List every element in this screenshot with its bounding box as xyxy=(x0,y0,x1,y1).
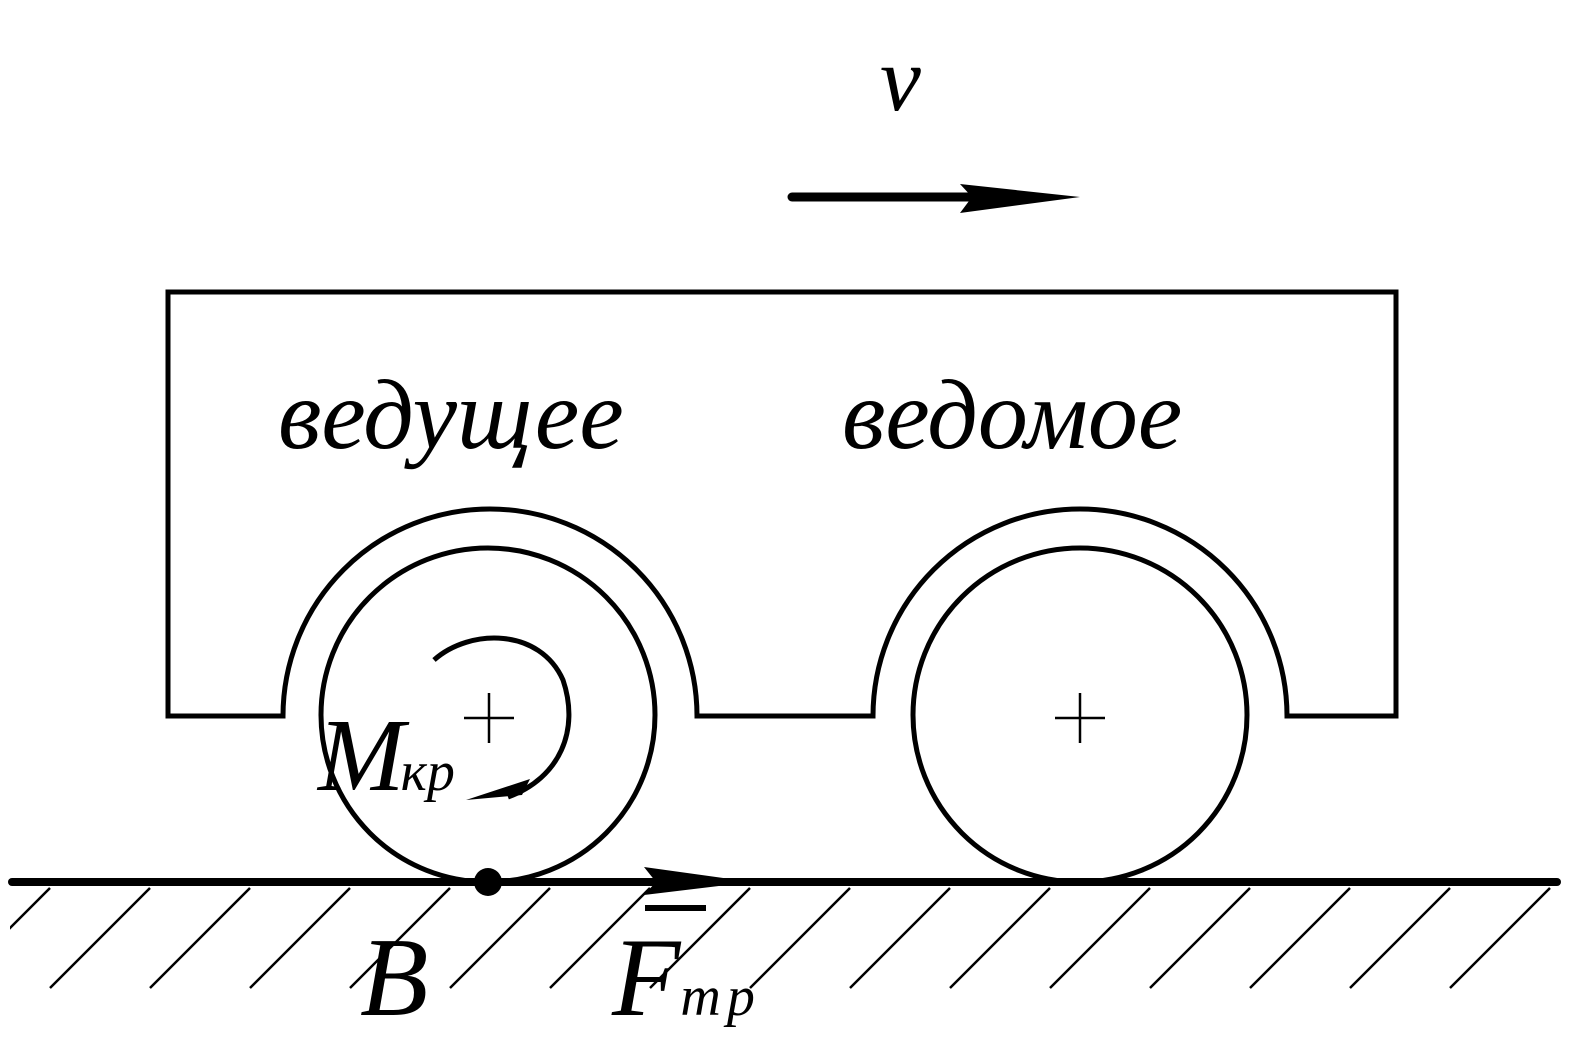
driven-wheel-label: ведомое xyxy=(842,359,1182,470)
hatch-line xyxy=(149,887,251,989)
hatch-line xyxy=(949,887,1051,989)
hatch-line xyxy=(349,887,451,989)
hatch-line xyxy=(1149,887,1251,989)
hatch-line xyxy=(249,887,351,989)
hatch-line xyxy=(1249,887,1351,989)
friction-force-label: Fтр xyxy=(611,905,761,1040)
hatch-line xyxy=(749,887,851,989)
friction-force-arrow xyxy=(488,867,752,895)
hatch-line xyxy=(449,887,551,989)
torque-arrow xyxy=(432,635,572,800)
velocity-arrow xyxy=(787,184,1080,213)
hatch-line xyxy=(549,887,651,989)
hatch-line xyxy=(1049,887,1151,989)
driving-wheel-label: ведущее xyxy=(278,359,624,470)
hatch-line xyxy=(1449,887,1551,989)
driven-wheel-center-mark xyxy=(1055,693,1105,743)
driving-wheel-center-mark xyxy=(464,693,514,743)
hatch-line xyxy=(1349,887,1451,989)
friction-label-sub: тр xyxy=(680,966,760,1028)
contact-point xyxy=(474,868,502,896)
torque-label-sub: кр xyxy=(401,741,455,803)
cart-body xyxy=(165,289,1399,719)
svg-text:Fтр: Fтр xyxy=(611,916,761,1040)
torque-label: Mкр xyxy=(316,698,455,813)
hatch-line xyxy=(649,887,751,989)
hatch-line xyxy=(49,887,151,989)
torque-label-main: M xyxy=(316,698,410,813)
velocity-label: v xyxy=(880,28,921,130)
friction-label-main: F xyxy=(611,916,682,1040)
hatch-line xyxy=(849,887,951,989)
contact-point-label: B xyxy=(360,916,428,1040)
ground-hatching xyxy=(10,887,1551,989)
hatch-line xyxy=(10,887,51,930)
